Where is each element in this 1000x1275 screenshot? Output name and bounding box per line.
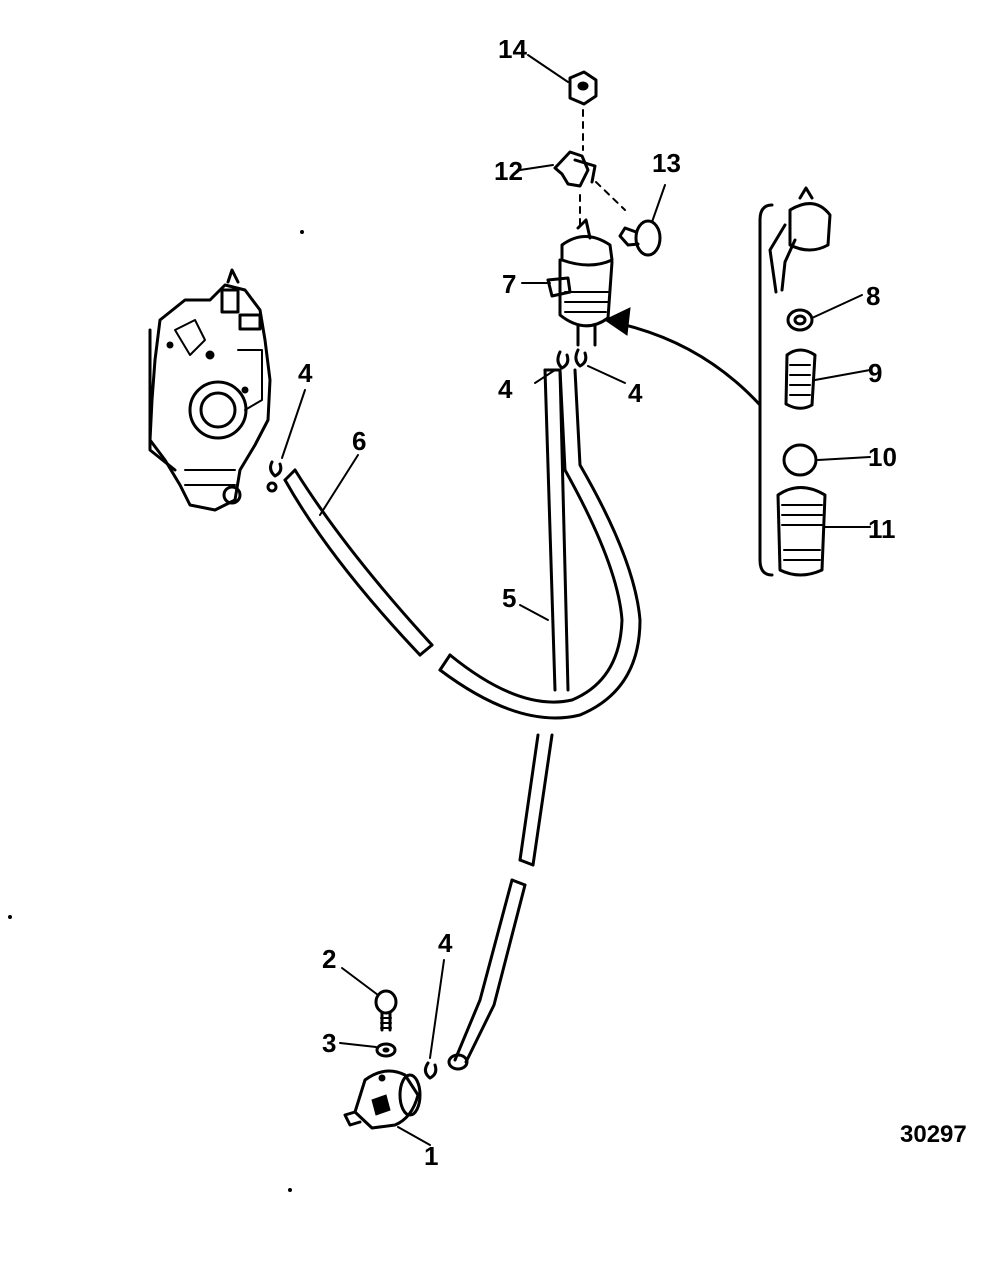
callout-9: 9 [868,358,882,388]
callout-14: 14 [498,34,527,64]
fuel-hose-6-icon [283,368,642,720]
nut-icon [568,70,598,151]
washer-icon [375,1042,397,1058]
callout-8: 8 [866,281,880,311]
fuel-hose-5-icon [447,368,570,1071]
filter-parts-group-icon [758,186,832,577]
callout-1: 1 [424,1141,438,1171]
reference-code: 30297 [900,1121,967,1148]
callout-11: 11 [868,514,896,544]
callout-12: 12 [494,156,523,186]
speck [288,1188,292,1192]
carburetor-icon [148,268,272,512]
leader-lines [281,54,871,1146]
speck [300,230,304,234]
callout-3: 3 [322,1028,336,1058]
callout-4-filter-right: 4 [628,378,643,408]
callout-4-filter-left: 4 [498,374,513,404]
callout-4-carburetor: 4 [298,358,313,388]
speck [8,915,12,919]
screw-icon [374,989,398,1032]
callout-6: 6 [352,426,366,456]
hose-clamp-icon [266,348,588,1080]
assembly-arrow-icon [604,307,762,407]
callout-10: 10 [868,442,897,472]
callout-5: 5 [502,583,516,613]
screw-13-icon [618,219,662,257]
callout-7: 7 [502,269,516,299]
callout-2: 2 [322,944,336,974]
callout-4-pump: 4 [438,928,453,958]
fuel-pump-icon [343,1069,422,1130]
callout-13: 13 [652,148,681,178]
bracket-icon [553,150,626,226]
fuel-filter-icon [546,218,614,347]
